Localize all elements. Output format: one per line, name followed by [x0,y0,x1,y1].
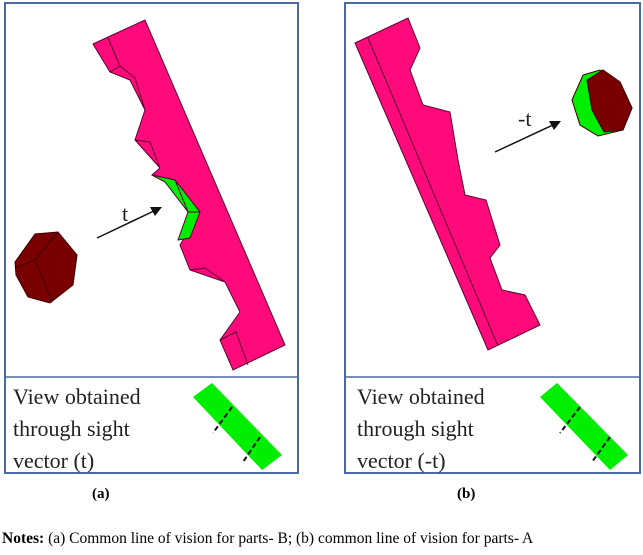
vector-label-a: t [122,201,129,226]
hexagonal-part-a [14,231,78,304]
panel-a-label: (a) [92,486,110,502]
notched-part-a [92,19,286,371]
sight-vector-arrow-a [96,207,162,239]
caption-b-line: vector (-t) [357,448,446,473]
caption-a-line: View obtained [13,384,141,409]
caption-a-line: through sight [13,416,130,441]
view-projection-b [540,383,628,470]
caption-b: View obtained through sight vector (-t) [357,381,485,477]
caption-a-line: vector (t) [13,448,95,473]
panel-b-frame [344,2,641,474]
vector-label-b: -t [518,106,532,131]
caption-a: View obtained through sight vector (t) [13,381,141,477]
panel-b-label: (b) [457,486,476,502]
view-projection-a [193,383,282,470]
notes-prefix: Notes: [2,530,45,547]
panel-a-frame [4,2,299,474]
notched-part-b [354,17,541,351]
caption-b-line: through sight [357,416,474,441]
notes: Notes: (a) Common line of vision for par… [2,530,533,548]
notes-text: (a) Common line of vision for parts- B; … [44,530,534,547]
caption-b-line: View obtained [357,384,485,409]
hexagonal-part-b [571,69,633,137]
sight-vector-arrow-b [494,121,561,153]
